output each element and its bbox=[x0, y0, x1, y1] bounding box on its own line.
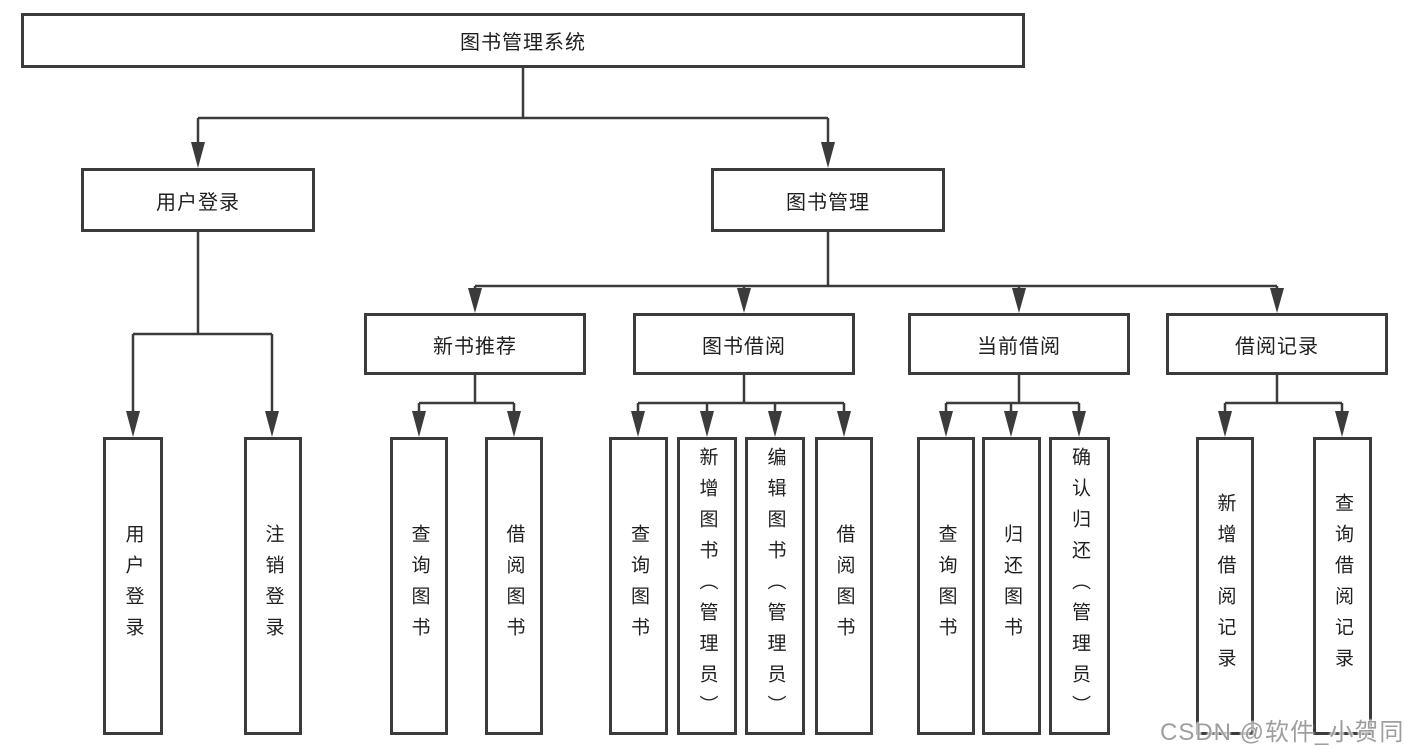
leaf-user-login: 用户登录 bbox=[103, 437, 163, 735]
leaf-user-login-label: 用户登录 bbox=[122, 524, 144, 648]
leaf-edit-book-admin-label: 编辑图书（管理员） bbox=[764, 446, 786, 726]
leaf-add-book-admin-label: 新增图书（管理员） bbox=[696, 446, 718, 726]
node-new-book-recommend: 新书推荐 bbox=[364, 313, 586, 375]
node-book-borrow-label: 图书借阅 bbox=[702, 335, 786, 358]
leaf-logout-label: 注销登录 bbox=[262, 524, 284, 648]
leaf-return-book: 归还图书 bbox=[982, 437, 1041, 735]
node-book-borrow: 图书借阅 bbox=[633, 313, 855, 375]
leaf-add-borrow-record-label: 新增借阅记录 bbox=[1214, 493, 1236, 679]
leaf-query-book: 查询图书 bbox=[917, 437, 975, 735]
node-new-book-recommend-label: 新书推荐 bbox=[433, 335, 517, 358]
leaf-confirm-return-admin-label: 确认归还（管理员） bbox=[1069, 446, 1090, 726]
leaf-borrow-book: 借阅图书 bbox=[815, 437, 873, 735]
leaf-query-book: 查询图书 bbox=[609, 437, 668, 735]
node-borrow-records: 借阅记录 bbox=[1166, 313, 1388, 375]
node-root: 图书管理系统 bbox=[21, 13, 1025, 68]
csdn-watermark: CSDN @软件_小贺同学 bbox=[1160, 719, 1405, 746]
node-book-management: 图书管理 bbox=[711, 168, 945, 232]
node-user-login: 用户登录 bbox=[81, 168, 315, 232]
leaf-query-borrow-record: 查询借阅记录 bbox=[1313, 437, 1372, 735]
node-user-login-label: 用户登录 bbox=[156, 191, 240, 214]
leaf-borrow-book: 借阅图书 bbox=[485, 437, 543, 735]
leaf-query-book-label: 查询图书 bbox=[935, 524, 957, 648]
leaf-edit-book-admin: 编辑图书（管理员） bbox=[745, 437, 805, 735]
leaf-borrow-book-label: 借阅图书 bbox=[503, 524, 525, 648]
leaf-logout: 注销登录 bbox=[244, 437, 302, 735]
leaf-confirm-return-admin: 确认归还（管理员） bbox=[1049, 437, 1110, 735]
node-borrow-records-label: 借阅记录 bbox=[1235, 335, 1319, 358]
leaf-borrow-book-label: 借阅图书 bbox=[833, 524, 855, 648]
node-book-management-label: 图书管理 bbox=[786, 191, 870, 214]
node-current-borrow: 当前借阅 bbox=[908, 313, 1130, 375]
leaf-add-book-admin: 新增图书（管理员） bbox=[677, 437, 737, 735]
node-current-borrow-label: 当前借阅 bbox=[977, 335, 1061, 358]
leaf-query-book-label: 查询图书 bbox=[408, 524, 430, 648]
leaf-query-book: 查询图书 bbox=[390, 437, 448, 735]
leaf-query-book-label: 查询图书 bbox=[628, 524, 649, 648]
leaf-add-borrow-record: 新增借阅记录 bbox=[1196, 437, 1254, 735]
node-root-label: 图书管理系统 bbox=[460, 32, 586, 54]
leaf-return-book-label: 归还图书 bbox=[1001, 524, 1022, 648]
leaf-query-borrow-record-label: 查询借阅记录 bbox=[1332, 493, 1353, 679]
